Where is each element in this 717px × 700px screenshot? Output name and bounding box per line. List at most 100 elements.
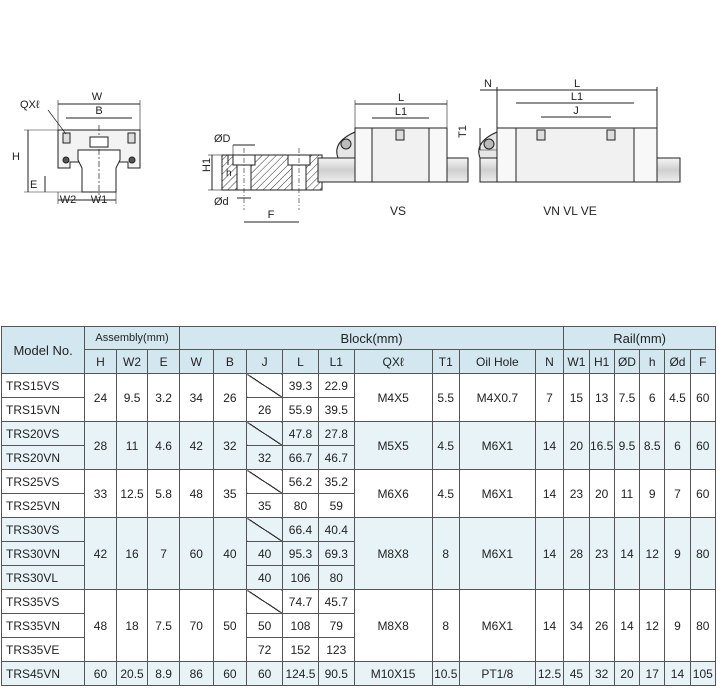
column-header: W bbox=[178, 349, 214, 374]
technical-drawings: W B QXℓ H E W2 W1 ØD H1 h Ød F bbox=[12, 78, 681, 223]
value-cell: 6 bbox=[639, 373, 666, 422]
model-cell: TRS15VN bbox=[0, 397, 86, 422]
value-cell: 47.8 bbox=[282, 421, 319, 446]
value-cell: 42 bbox=[178, 421, 214, 470]
column-header: J bbox=[246, 349, 284, 374]
value-cell: 56.2 bbox=[282, 469, 319, 494]
vn-block-view bbox=[478, 87, 681, 183]
value-cell: 20 bbox=[613, 661, 641, 686]
value-cell: 124.5 bbox=[282, 661, 319, 686]
value-cell: 20.5 bbox=[115, 661, 149, 686]
value-cell: 46.7 bbox=[317, 445, 355, 470]
j-cell bbox=[246, 421, 284, 446]
value-cell: 28 bbox=[563, 517, 590, 590]
model-cell: TRS20VN bbox=[0, 445, 86, 470]
value-cell: 108 bbox=[282, 613, 319, 638]
column-header: L1 bbox=[317, 349, 355, 374]
model-cell: TRS30VS bbox=[0, 517, 86, 542]
model-cell: TRS30VL bbox=[0, 565, 86, 590]
j-cell bbox=[246, 373, 284, 398]
value-cell: 5.5 bbox=[431, 373, 460, 422]
value-cell: 9.5 bbox=[613, 421, 641, 470]
j-cell: 26 bbox=[246, 397, 284, 422]
vn-label-l: L bbox=[574, 78, 580, 90]
value-cell: 4.5 bbox=[431, 421, 460, 470]
column-header: ØD bbox=[613, 349, 641, 374]
model-cell: TRS35VN bbox=[0, 613, 86, 638]
dim-label-h-small: h bbox=[226, 168, 232, 179]
value-cell: 80 bbox=[689, 517, 717, 590]
value-cell: 27.8 bbox=[317, 421, 355, 446]
value-cell: M8X8 bbox=[353, 517, 433, 590]
value-cell: M6X1 bbox=[458, 589, 536, 662]
vn-label-t1: T1 bbox=[457, 125, 469, 138]
value-cell: 9 bbox=[639, 469, 666, 518]
value-cell: 60 bbox=[689, 421, 717, 470]
value-cell: 9 bbox=[664, 589, 691, 662]
column-header: N bbox=[534, 349, 565, 374]
column-header: H bbox=[84, 349, 117, 374]
j-cell: 60 bbox=[246, 661, 284, 686]
vs-block-view bbox=[317, 100, 469, 183]
model-cell: TRS25VN bbox=[0, 493, 86, 518]
value-cell: 22.9 bbox=[317, 373, 355, 398]
value-cell: M6X6 bbox=[353, 469, 433, 518]
value-cell: 60 bbox=[689, 469, 717, 518]
value-cell: 74.7 bbox=[282, 589, 319, 614]
j-cell: 35 bbox=[246, 493, 284, 518]
vn-label-n: N bbox=[484, 78, 492, 90]
dim-label-od-small: Ød bbox=[214, 196, 229, 208]
value-cell: 86 bbox=[178, 661, 214, 686]
model-cell: TRS20VS bbox=[0, 421, 86, 446]
value-cell: 3.2 bbox=[147, 373, 180, 422]
value-cell: 12.5 bbox=[534, 661, 565, 686]
value-cell: 20 bbox=[563, 421, 590, 470]
value-cell: 14 bbox=[534, 517, 565, 590]
value-cell: 60 bbox=[212, 661, 248, 686]
value-cell: 55.9 bbox=[282, 397, 319, 422]
vs-label-l1: L1 bbox=[395, 106, 407, 118]
value-cell: 80 bbox=[282, 493, 319, 518]
value-cell: 35 bbox=[212, 469, 248, 518]
value-cell: 70 bbox=[178, 589, 214, 662]
value-cell: M8X8 bbox=[353, 589, 433, 662]
value-cell: 8 bbox=[431, 517, 460, 590]
vn-label-l1: L1 bbox=[571, 91, 583, 103]
column-header: W1 bbox=[563, 349, 590, 374]
value-cell: 7.5 bbox=[147, 589, 180, 662]
model-cell: TRS35VS bbox=[0, 589, 86, 614]
value-cell: M6X1 bbox=[458, 469, 536, 518]
j-cell: 40 bbox=[246, 541, 284, 566]
value-cell: 39.5 bbox=[317, 397, 355, 422]
model-cell: TRS15VS bbox=[0, 373, 86, 398]
block-group-header: Block(mm) bbox=[178, 326, 565, 350]
value-cell: 7 bbox=[664, 469, 691, 518]
dim-label-qxl: QXℓ bbox=[20, 99, 40, 111]
dim-label-od: ØD bbox=[214, 133, 231, 145]
value-cell: 45 bbox=[563, 661, 590, 686]
value-cell: 16.5 bbox=[588, 421, 615, 470]
model-cell: TRS30VN bbox=[0, 541, 86, 566]
vs-caption: VS bbox=[390, 204, 406, 218]
value-cell: 9.5 bbox=[115, 373, 149, 422]
value-cell: 7 bbox=[534, 373, 565, 422]
value-cell: 26 bbox=[212, 373, 248, 422]
value-cell: 40 bbox=[212, 517, 248, 590]
column-header: h bbox=[639, 349, 666, 374]
column-header: Ød bbox=[664, 349, 691, 374]
j-cell bbox=[246, 517, 284, 542]
value-cell: 12 bbox=[639, 589, 666, 662]
value-cell: 8 bbox=[431, 589, 460, 662]
value-cell: 18 bbox=[115, 589, 149, 662]
value-cell: 11 bbox=[613, 469, 641, 518]
value-cell: 33 bbox=[84, 469, 117, 518]
value-cell: 42 bbox=[84, 517, 117, 590]
